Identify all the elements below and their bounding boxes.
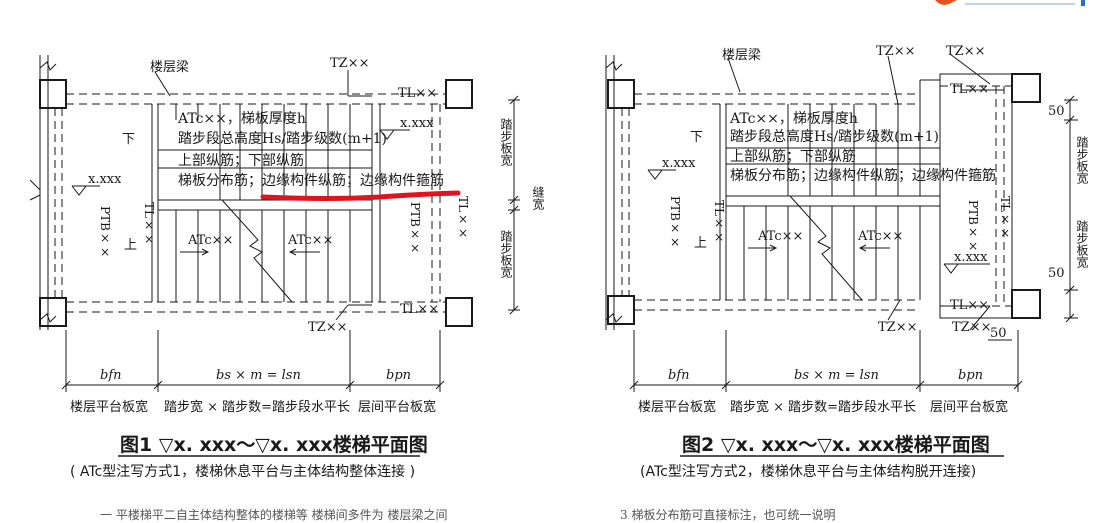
fig2-dim-bpn: bpn [958,368,984,383]
fig2-note-line4: 梯板分布筋；边缘构件纵筋；边缘构件箍筋 [730,168,996,184]
fig2-tl-left: TL×× [712,200,726,244]
fig1-beam-label: 楼层梁 [150,60,190,75]
fig1-dim-tread-width: 踏步板宽 [499,118,513,166]
fig1-up-label: 上 [124,238,138,253]
fig1-elev-left: x.xxx [88,172,122,187]
fig2-up-label: 上 [694,236,708,251]
fig1-note-line3: 上部纵筋；下部纵筋 [178,153,304,169]
fig2-dim-tread-width: 踏步板宽 [1075,136,1089,184]
footer-fragment-right: 3 梯板分布筋可直接标注，也可统一说明 [620,508,836,522]
fig2-note-line2: 踏步段总高度Hs/踏步级数(m+1) [730,129,939,145]
fig1-tz-top: TZ×× [330,56,370,71]
fig1-tl-bottom: TL×× [400,302,440,317]
fig1-note-line1: ATc××，梯板厚度h [178,111,306,127]
fig1-caption-sub: ( ATc型注写方式1，楼梯休息平台与主体结构整体连接 ) [70,464,416,480]
fig2-caption-sub: (ATc型注写方式2，楼梯休息平台与主体结构脱开连接) [640,464,977,480]
fig1-tl-left: TL×× [142,202,156,246]
fig2-note-line3: 上部纵筋；下部纵筋 [730,149,856,165]
fig2-tl-right: TL×× [998,196,1012,240]
red-highlight-mark [260,190,461,201]
fig2-tz-bottom-right: TZ×× [952,320,992,335]
fig2-elev-left: x.xxx [662,156,696,171]
fig1-note-line2: 踏步段总高度Hs/踏步级数(m+1) [178,131,387,147]
fig2-tz-top-left: TZ×× [876,44,916,59]
fig1-dim-mid: bs × m = lsn [216,368,301,383]
fig1-ptb-left: PTB×× [98,206,112,259]
fig1-dim-gap: 缝宽 [531,186,545,210]
fig1-label-steps: 踏步宽 × 踏步数=踏步段水平长 [164,400,351,415]
fig1-atc-right: ATc×× [288,233,334,248]
figure-2-plan [605,53,1078,457]
brand-logo-fragment [935,0,1085,6]
fig2-ptb-right: PTB×× [966,200,980,253]
fig2-tz-bottom-left: TZ×× [878,320,918,335]
fig2-dim-tread-width-2: 踏步板宽 [1075,220,1089,268]
fig2-tl-bottom: TL×× [950,298,990,313]
figure-1-plan [29,55,520,457]
fig2-tl-top: TL×× [950,82,990,97]
fig1-tl-top: TL×× [398,86,438,101]
fig2-note-line1: ATc××，梯板厚度h [730,111,858,127]
fig1-ptb-right: PTB×× [408,202,422,255]
fig2-beam-label: 楼层梁 [722,48,762,63]
fig2-dim-mid: bs × m = lsn [794,368,879,383]
fig1-tz-bottom: TZ×× [308,320,348,335]
fig2-dim-bfn: bfn [668,368,690,383]
fig2-atc-right: ATc×× [858,229,904,244]
fig2-ptb-left: PTB×× [668,196,682,249]
fig2-atc-left: ATc×× [758,229,804,244]
fig2-label-floor-platform: 楼层平台板宽 [638,400,717,415]
footer-fragment-left: 一 平楼梯平二自主体结构整体的楼梯等 楼梯间多件为 楼层梁之间 [100,508,448,522]
fig2-dim-50-top: 50 [1048,104,1065,119]
fig1-note-line4: 梯板分布筋；边缘构件纵筋；边缘构件箍筋 [178,173,444,189]
fig2-tz-top-right: TZ×× [946,44,986,59]
fig2-elev-right: x.xxx [954,250,988,265]
fig2-label-mid-platform: 层间平台板宽 [930,400,1009,415]
fig1-tl-right: TL×× [456,196,470,240]
fig1-down-label: 下 [122,132,136,147]
fig1-dim-bfn: bfn [100,368,122,383]
fig1-label-floor-platform: 楼层平台板宽 [70,400,149,415]
fig2-down-label: 下 [690,130,704,145]
fig1-caption-title: 图1 ▽x. xxx～▽x. xxx楼梯平面图 [120,434,428,456]
fig1-elev-right: x.xxx [400,116,434,131]
fig1-label-mid-platform: 层间平台板宽 [358,400,437,415]
fig2-dim-50-side: 50 [990,326,1007,341]
fig1-atc-left: ATc×× [188,233,234,248]
fig2-label-steps: 踏步宽 × 踏步数=踏步段水平长 [730,400,917,415]
fig1-dim-tread-width-2: 踏步板宽 [499,230,513,278]
fig2-dim-50-bottom: 50 [1048,266,1065,281]
fig1-dim-bpn: bpn [386,368,412,383]
fig2-caption-title: 图2 ▽x. xxx～▽x. xxx楼梯平面图 [682,434,990,456]
